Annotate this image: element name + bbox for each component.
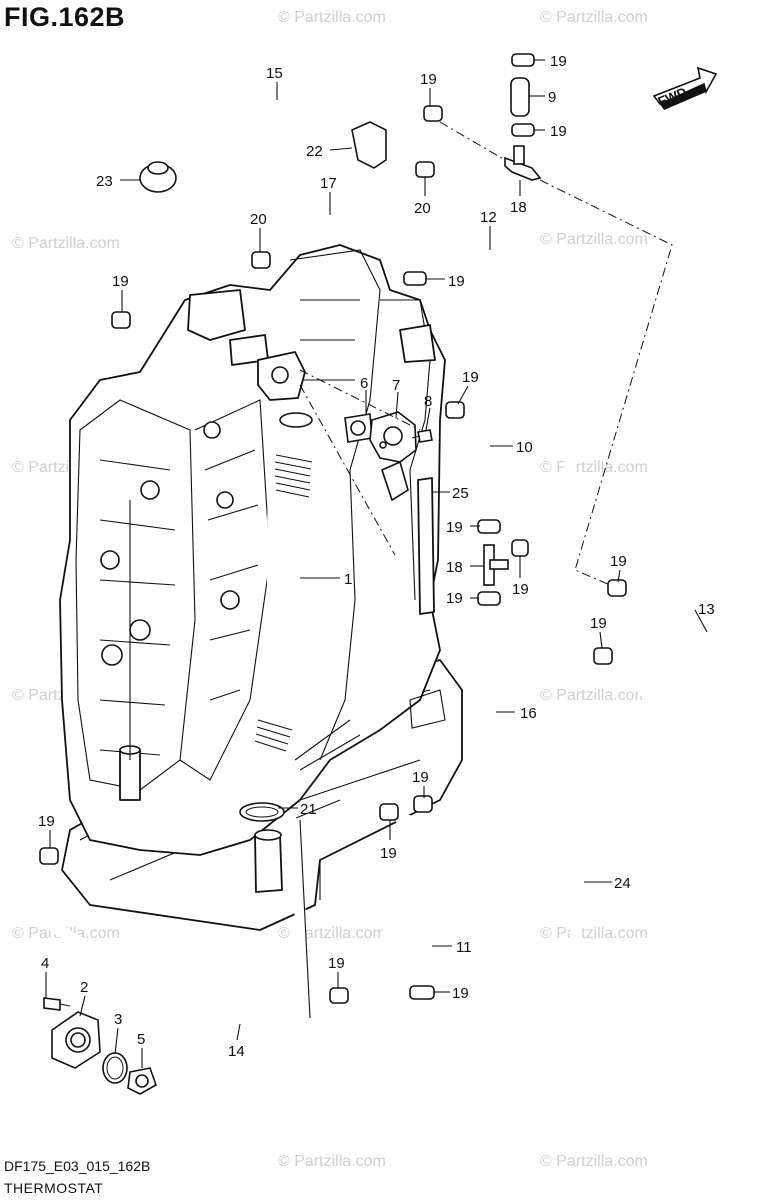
callout-1: 1 [344, 571, 352, 588]
callout-4: 4 [41, 955, 49, 972]
watermark: © Partzilla.com [540, 1153, 648, 1170]
callout-25: 25 [452, 485, 469, 502]
callout-7: 7 [392, 377, 400, 394]
callout-18: 18 [510, 199, 527, 216]
callout-19: 19 [550, 123, 567, 140]
callout-3: 3 [114, 1011, 122, 1028]
callout-19: 19 [446, 519, 463, 536]
callout-19: 19 [512, 581, 529, 598]
engine-block [59, 244, 463, 931]
hoses [7, 77, 752, 1056]
hose-clamps [39, 53, 627, 1004]
callout-16: 16 [520, 705, 537, 722]
callout-19: 19 [452, 985, 469, 1002]
callout-19: 19 [448, 273, 465, 290]
watermark: © Partzilla.com [540, 459, 648, 476]
callout-19: 19 [446, 590, 463, 607]
watermark: © Partzilla.com [12, 235, 120, 252]
callout-19: 19 [462, 369, 479, 386]
watermark: © Partzilla.com [278, 9, 386, 26]
callout-20: 20 [414, 200, 431, 217]
callout-11: 11 [456, 939, 472, 956]
watermark: © Partzilla.com [278, 925, 386, 942]
callout-23: 23 [96, 173, 113, 190]
callout-10: 10 [516, 439, 533, 456]
callout-19: 19 [412, 769, 429, 786]
callout-24: 24 [614, 875, 631, 892]
callout-12: 12 [480, 209, 497, 226]
watermark: © Partzilla.com [540, 9, 648, 26]
cover-assembly [43, 997, 157, 1095]
callout-19: 19 [550, 53, 567, 70]
callout-19: 19 [610, 553, 627, 570]
watermark: © Partzilla.com [540, 687, 648, 704]
watermark: © Partzilla.com [278, 1153, 386, 1170]
figure-code: DF175_E03_015_162B [4, 1158, 151, 1174]
figure-subtitle: THERMOSTAT [4, 1180, 104, 1196]
callout-20: 20 [250, 211, 267, 228]
callout-13: 13 [698, 601, 715, 618]
callout-19: 19 [420, 71, 437, 88]
callout-18: 18 [446, 559, 463, 576]
figure-title: FIG.162B [4, 2, 126, 32]
callout-2: 2 [80, 979, 88, 996]
callout-19: 19 [380, 845, 397, 862]
callout-5: 5 [137, 1031, 145, 1048]
callout-19: 19 [112, 273, 129, 290]
callout-8: 8 [424, 393, 432, 410]
callout-6: 6 [360, 375, 368, 392]
callout-19: 19 [328, 955, 345, 972]
leader-lines [45, 59, 708, 1068]
callout-19: 19 [38, 813, 55, 830]
watermark: © Partzilla.com [540, 231, 648, 248]
callout-21: 21 [300, 801, 317, 818]
callout-15: 15 [266, 65, 283, 82]
hose-part-1 [247, 351, 313, 785]
watermark: © Partzilla.com [540, 925, 648, 942]
callout-14: 14 [228, 1043, 245, 1060]
callout-9: 9 [548, 89, 556, 106]
callout-17: 17 [320, 175, 337, 192]
callout-labels: 15 19 19 9 19 22 23 17 18 20 20 12 19 19… [38, 53, 715, 1060]
callout-19: 19 [590, 615, 607, 632]
callout-22: 22 [306, 143, 323, 160]
thermostat-assembly [344, 411, 433, 502]
fwd-arrow-icon: FWD [652, 66, 718, 110]
